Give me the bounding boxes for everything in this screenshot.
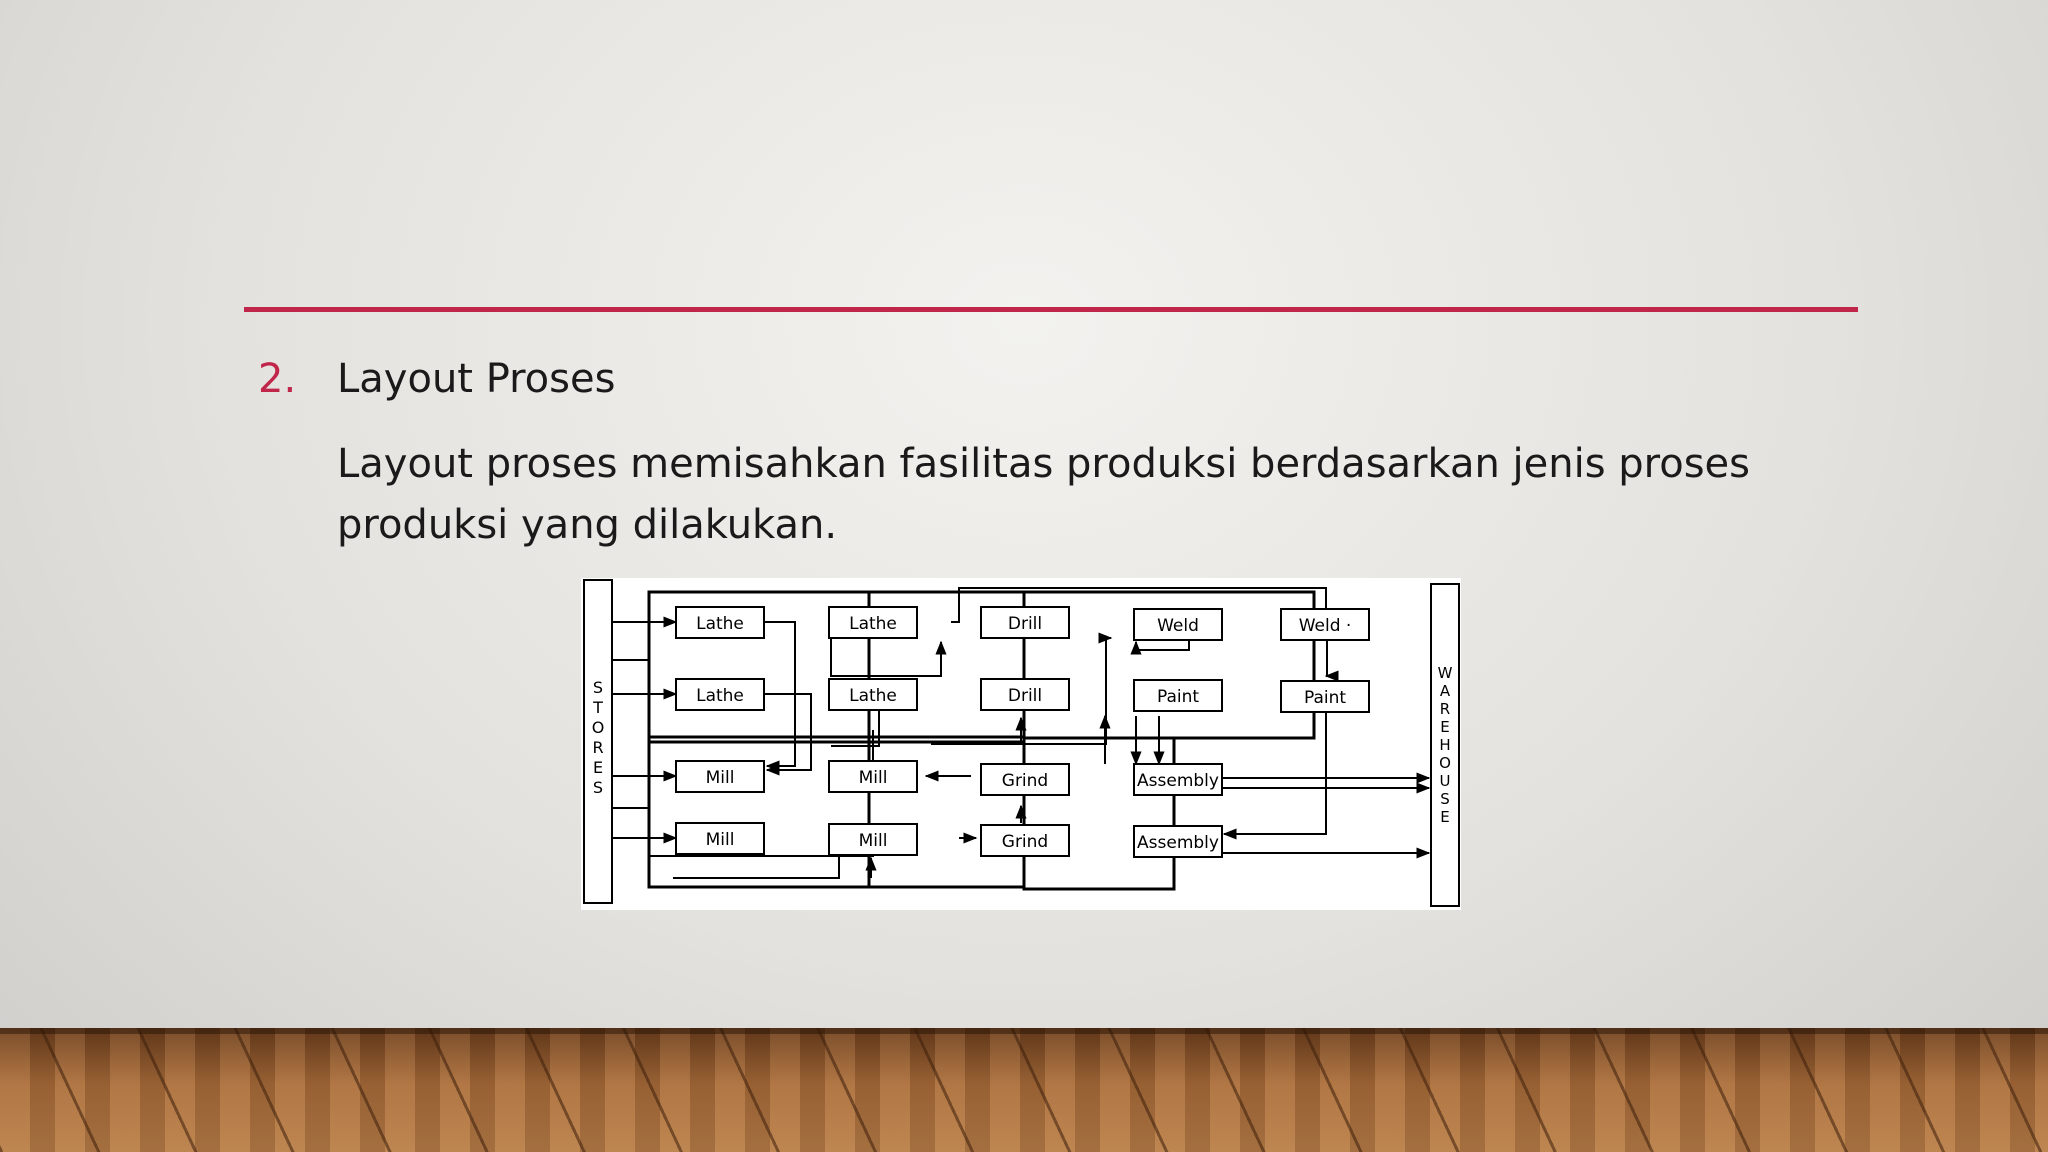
diagram-svg: Lathe Lathe Drill Weld Weld · Lathe Lath…	[583, 579, 1460, 907]
mill-dept	[647, 735, 871, 889]
machine-label: Paint	[1304, 688, 1346, 708]
machine-label: Weld	[1157, 616, 1199, 636]
stores-bar	[583, 579, 613, 904]
machine-label: Assembly	[1137, 771, 1219, 791]
machine-label: Mill	[706, 830, 735, 850]
process-layout-diagram: Lathe Lathe Drill Weld Weld · Lathe Lath…	[581, 578, 1461, 910]
assembly-dept	[1022, 736, 1176, 891]
warehouse-label: WAREHOUSE	[1436, 664, 1454, 826]
machine-label: Lathe	[849, 686, 897, 706]
body-paragraph: Layout proses memisahkan fasilitas produ…	[337, 441, 1750, 548]
machine-label: Mill	[706, 768, 735, 788]
machine-label: Paint	[1157, 687, 1199, 707]
wood-floor	[0, 1028, 2048, 1152]
machine-label: Weld ·	[1299, 616, 1352, 636]
machine-label: Mill	[859, 831, 888, 851]
machine-label: Lathe	[696, 614, 744, 634]
grind-dept	[867, 735, 1026, 889]
machine-label: Assembly	[1137, 833, 1219, 853]
machine-label: Lathe	[849, 614, 897, 634]
section-heading: Layout Proses	[337, 356, 616, 402]
machine-label: Lathe	[696, 686, 744, 706]
machine-label: Mill	[859, 768, 888, 788]
machine-label: Drill	[1008, 614, 1042, 634]
machine-label: Grind	[1002, 832, 1048, 852]
list-number: 2.	[258, 356, 297, 402]
accent-rule	[244, 307, 1858, 312]
warehouse-bar	[1430, 583, 1460, 907]
machine-label: Grind	[1002, 771, 1048, 791]
machine-label: Drill	[1008, 686, 1042, 706]
stores-label: STORES	[589, 678, 608, 798]
